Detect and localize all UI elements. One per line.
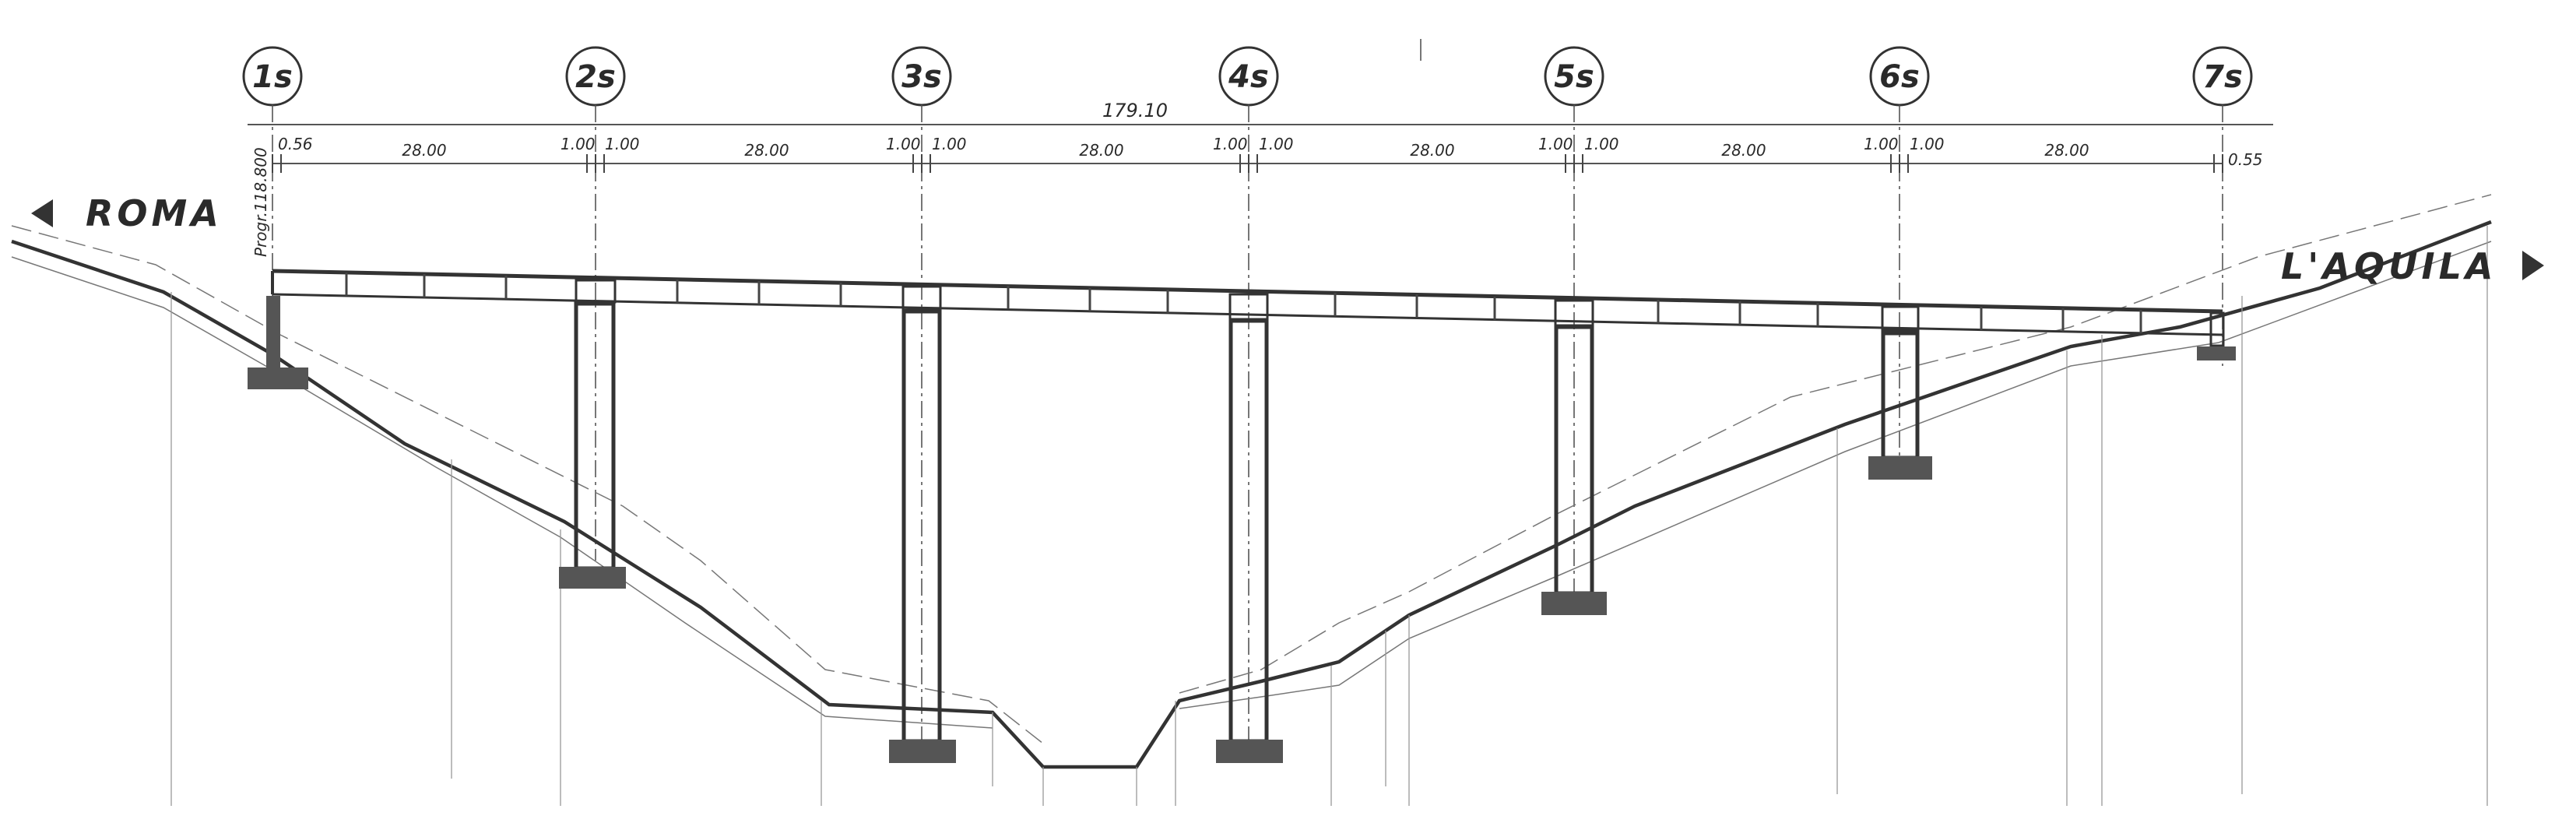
abutment-1s [248,296,308,389]
axis-label-3s: 3s [901,59,942,95]
pier-offset-3s-left: 1.00 [886,135,921,153]
span-label-5: 28.00 [1721,141,1766,160]
overall-dimension: 179.10 [248,100,2273,125]
pier-offset-6s-left: 1.00 [1864,135,1899,153]
progressive-label: Progr.118.800 [251,147,270,257]
pier-offset-2s-right: 1.00 [605,135,640,153]
axis-label-1s: 1s [252,59,293,95]
axis-marker-6s: 6s [1869,46,1930,107]
span-label-6: 28.00 [2044,141,2089,160]
axis-label-5s: 5s [1554,59,1594,95]
pier-5s [1541,299,1607,615]
direction-left: ROMA [31,192,223,234]
axis-markers: 1s 2s 3s 4s 5s 6s 7s [242,46,2253,107]
span-dimensions: 28.00 28.00 28.00 28.00 28.00 28.00 0.56… [272,135,2263,173]
terrain-profile [11,194,2492,769]
axis-label-4s: 4s [1228,59,1269,95]
axis-label-6s: 6s [1879,59,1920,95]
deck [271,269,2223,336]
pier-2s [559,279,626,589]
pier-offset-3s-right: 1.00 [932,135,967,153]
axis-marker-4s: 4s [1218,46,1279,107]
span-label-4: 28.00 [1410,141,1454,160]
arrow-left-icon [31,199,53,227]
axis-marker-1s: 1s [242,46,303,107]
axis-label-2s: 2s [575,59,616,95]
span-label-1: 28.00 [402,141,446,160]
section-lines [170,226,2488,806]
axis-marker-3s: 3s [891,46,952,107]
right-place-label: L'AQUILA [2281,245,2497,287]
end-offset-left: 0.56 [278,135,313,153]
pier-offset-2s-left: 1.00 [561,135,596,153]
pier-6s [1868,305,1932,480]
pier-offset-4s-left: 1.00 [1213,135,1248,153]
total-length-label: 179.10 [1102,100,1168,121]
pier-4s [1216,293,1283,763]
abutment-7s [2197,311,2236,360]
axis-centerlines [272,105,2223,740]
pier-3s [889,285,956,763]
axis-marker-5s: 5s [1544,46,1604,107]
axis-marker-2s: 2s [565,46,626,107]
axis-marker-7s: 7s [2192,46,2253,107]
pier-offset-6s-right: 1.00 [1910,135,1945,153]
span-label-2: 28.00 [744,141,789,160]
pier-offset-5s-right: 1.00 [1584,135,1619,153]
axis-label-7s: 7s [2202,59,2243,95]
end-offset-right: 0.55 [2228,150,2263,169]
pier-offset-4s-right: 1.00 [1259,135,1294,153]
arrow-right-icon [2522,251,2544,280]
left-place-label: ROMA [86,192,223,234]
pier-offset-5s-left: 1.00 [1538,135,1573,153]
direction-right: L'AQUILA [2281,245,2544,287]
span-label-3: 28.00 [1079,141,1123,160]
